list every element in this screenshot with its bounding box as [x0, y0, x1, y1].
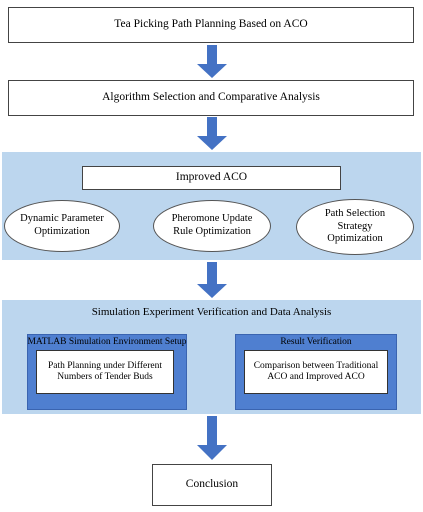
step-algorithm-selection: Algorithm Selection and Comparative Anal… [8, 80, 414, 116]
arrow-2 [197, 117, 227, 150]
ellipse-pheromone-update-label: Pheromone Update Rule Optimization [171, 213, 253, 237]
result-verification-title: Result Verification [280, 337, 352, 347]
matlab-setup-content: Path Planning under Different Numbers of… [47, 360, 163, 382]
step-conclusion-label: Conclusion [185, 478, 239, 491]
result-verification-content: Comparison between Traditional ACO and I… [253, 360, 379, 382]
ellipse-path-selection-label: Path Selection Strategy Optimization [324, 208, 386, 245]
improved-aco-title-box: Improved ACO [82, 166, 341, 190]
ellipse-pheromone-update: Pheromone Update Rule Optimization [153, 200, 271, 252]
step-tea-picking-path-planning: Tea Picking Path Planning Based on ACO [8, 7, 414, 43]
ellipse-dynamic-parameter: Dynamic Parameter Optimization [4, 200, 120, 252]
improved-aco-title: Improved ACO [175, 171, 248, 184]
step-algorithm-selection-label: Algorithm Selection and Comparative Anal… [102, 91, 320, 104]
simulation-panel-title: Simulation Experiment Verification and D… [91, 306, 332, 318]
arrow-4 [197, 416, 227, 460]
result-verification-content-box: Comparison between Traditional ACO and I… [244, 350, 388, 394]
arrow-3 [197, 262, 227, 298]
matlab-setup-content-box: Path Planning under Different Numbers of… [36, 350, 174, 394]
step-conclusion: Conclusion [152, 464, 272, 506]
arrow-1 [197, 45, 227, 78]
step-tea-picking-label: Tea Picking Path Planning Based on ACO [114, 18, 308, 31]
matlab-setup-title: MATLAB Simulation Environment Setup [27, 337, 187, 347]
ellipse-dynamic-parameter-label: Dynamic Parameter Optimization [20, 213, 104, 237]
ellipse-path-selection: Path Selection Strategy Optimization [296, 199, 414, 255]
